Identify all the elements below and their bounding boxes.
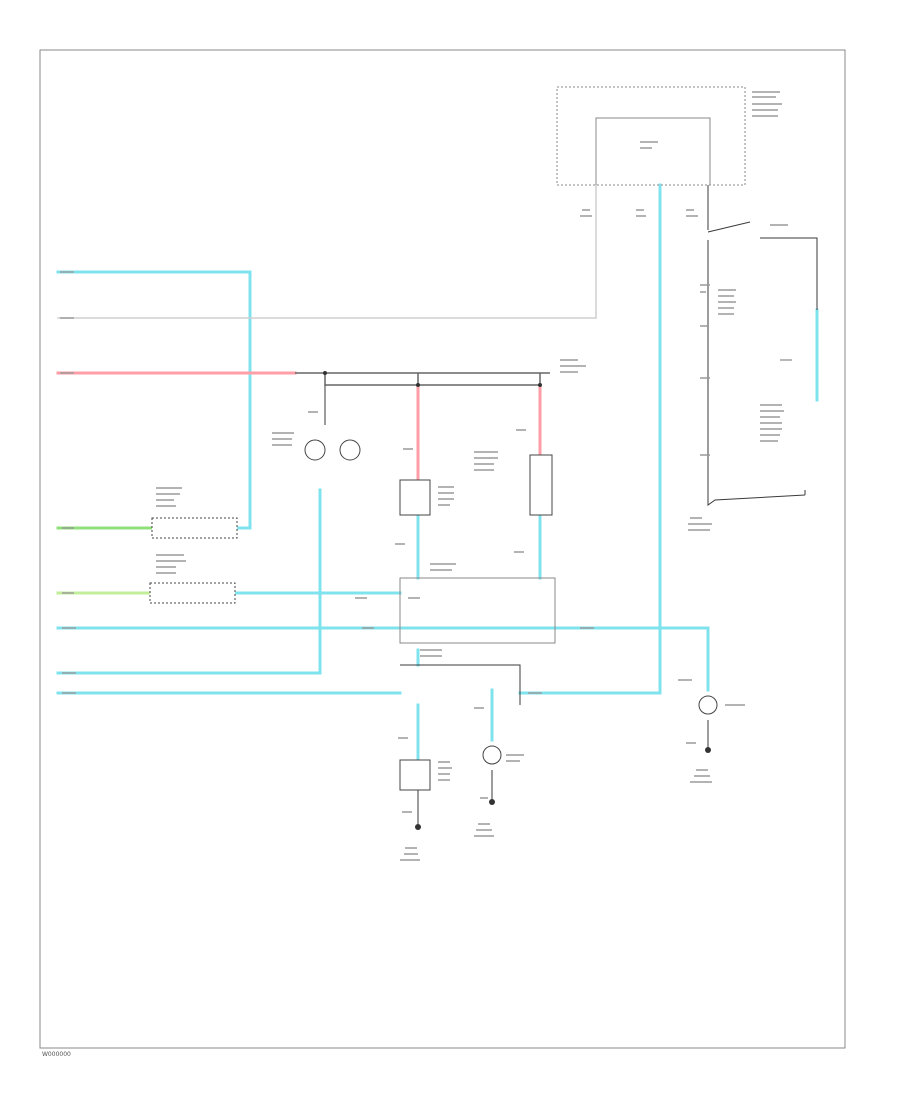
wire-lt-blu-4 <box>56 488 322 675</box>
right-top-link <box>760 237 818 310</box>
module-inner <box>595 117 711 185</box>
wire-lt-blu-6 <box>518 183 662 695</box>
wires <box>56 183 819 762</box>
bus-bar <box>295 372 550 386</box>
footer-code: W000000 <box>42 1051 71 1058</box>
splice-dot-2 <box>416 383 420 387</box>
module-bottom-left <box>399 759 431 791</box>
lamp-center <box>304 439 326 461</box>
splice-dot-1 <box>323 371 327 375</box>
wire-wht <box>57 184 597 319</box>
connector-top <box>399 577 556 644</box>
switch-box-right <box>529 454 553 516</box>
module-box <box>556 86 746 186</box>
thin-lines <box>295 86 818 825</box>
ground-dot-right <box>705 747 711 753</box>
right-column <box>707 185 806 506</box>
connector-bottom <box>400 664 521 705</box>
lamp-center-2 <box>339 439 361 461</box>
lamp-right <box>698 695 718 715</box>
lamp-bottom-center <box>482 745 502 765</box>
diagram-frame <box>39 49 846 1049</box>
ground-symbols <box>323 371 711 830</box>
wire-lt-blu-3 <box>56 626 710 692</box>
wire-lt-blu-1 <box>56 270 252 530</box>
ground-dot-center <box>489 799 495 805</box>
right-switch-blade <box>707 221 751 233</box>
switch-left-1 <box>151 517 238 539</box>
ground-dot-left <box>415 824 421 830</box>
splice-dot-3 <box>538 383 542 387</box>
switch-left-2 <box>149 582 236 604</box>
relay-box-center <box>399 479 431 516</box>
label-marks <box>60 91 792 861</box>
components <box>149 439 718 791</box>
